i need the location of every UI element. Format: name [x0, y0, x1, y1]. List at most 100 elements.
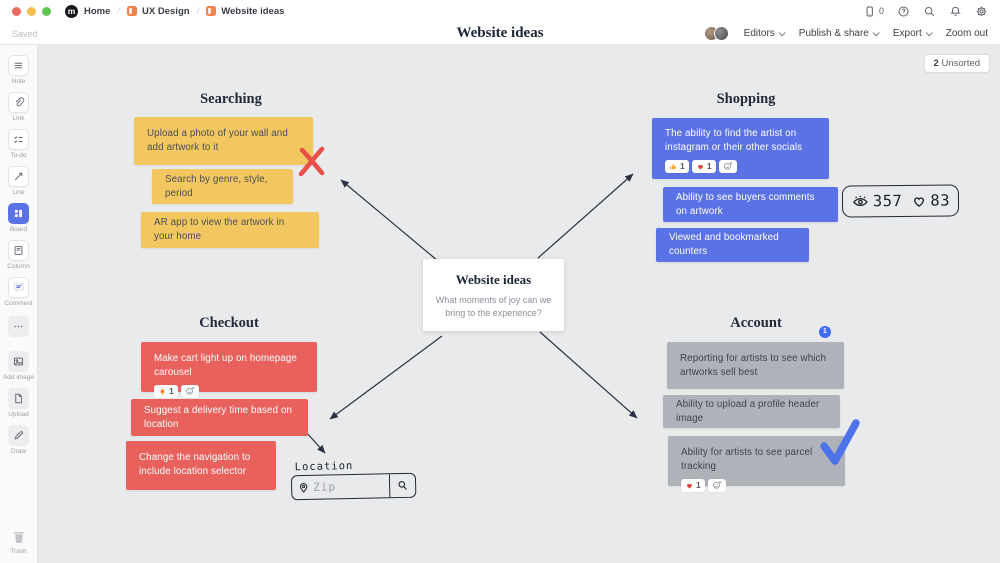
tool-more[interactable]	[8, 316, 29, 337]
note-account-profile-header[interactable]: Ability to upload a profile header image	[663, 395, 840, 428]
note-shopping-counters[interactable]: Viewed and bookmarked counters	[656, 228, 809, 262]
chevron-down-icon	[925, 29, 933, 37]
close-window-button[interactable]	[12, 6, 21, 16]
chevron-down-icon	[872, 29, 880, 37]
chevron-down-icon	[778, 29, 786, 37]
question-icon	[898, 5, 909, 17]
drawn-x-mark[interactable]	[296, 144, 328, 178]
zoom-out-button[interactable]: Zoom out	[945, 28, 988, 39]
center-card-website-ideas[interactable]: Website ideas What moments of joy can we…	[423, 259, 564, 331]
help-button[interactable]	[897, 5, 910, 18]
reaction-thumbs-up[interactable]: 1	[665, 159, 689, 173]
tool-line[interactable]: Line	[8, 166, 29, 196]
avatar	[713, 26, 729, 41]
map-pin-icon	[299, 483, 308, 493]
settings-button[interactable]	[975, 5, 988, 18]
comment-icon	[13, 282, 24, 292]
tool-draw[interactable]: Draw	[8, 425, 29, 455]
tool-trash[interactable]: Trash	[10, 528, 28, 555]
tool-upload[interactable]: Upload	[8, 388, 29, 418]
add-reaction-button[interactable]	[707, 478, 726, 492]
likes-count: 83	[930, 191, 951, 210]
note-checkout-cart-carousel[interactable]: Make cart light up on homepage carousel …	[141, 342, 317, 398]
note-shopping-find-artist[interactable]: The ability to find the artist on instag…	[652, 118, 829, 179]
zip-input[interactable]: Zip	[292, 478, 389, 495]
editor-avatars[interactable]	[703, 26, 729, 41]
note-searching-search-genre[interactable]: Search by genre, style, period	[152, 169, 293, 204]
more-icon	[14, 325, 23, 328]
arrow-to-checkout	[329, 335, 443, 420]
reaction-heart[interactable]: 1	[681, 478, 705, 492]
board-icon	[127, 6, 138, 16]
add-reaction-icon	[723, 162, 732, 170]
search-icon	[398, 481, 407, 490]
reaction-heart[interactable]: 1	[691, 159, 716, 173]
section-title-searching[interactable]: Searching	[200, 91, 262, 107]
add-reaction-icon	[712, 481, 721, 489]
notifications-button[interactable]	[949, 5, 962, 18]
tool-sidebar: Note Link To-do Line Board Column Commen…	[0, 45, 38, 563]
fire-icon	[160, 387, 165, 395]
add-reaction-button[interactable]	[718, 159, 737, 173]
board-title[interactable]: Website ideas	[456, 25, 544, 41]
note-searching-upload-photo[interactable]: Upload a photo of your wall and add artw…	[134, 117, 313, 165]
todo-icon	[14, 136, 23, 144]
publish-share-menu[interactable]: Publish & share	[799, 28, 880, 39]
window-controls	[12, 6, 51, 16]
breadcrumb: Home / UX Design / Website ideas	[84, 6, 284, 17]
breadcrumb-website-ideas[interactable]: Website ideas	[206, 6, 284, 17]
arrow-to-location-sketch	[305, 431, 326, 454]
tool-board[interactable]: Board	[8, 203, 29, 233]
section-title-checkout[interactable]: Checkout	[199, 315, 259, 331]
phone-icon	[866, 6, 873, 16]
note-account-reporting[interactable]: 1 Reporting for artists to see which art…	[667, 326, 844, 389]
tool-column[interactable]: Column	[7, 240, 30, 270]
thumbs-up-icon	[670, 163, 676, 170]
breadcrumb-separator: /	[117, 5, 121, 17]
reaction-fire[interactable]: 1	[154, 384, 178, 398]
comment-count-pin[interactable]: 1	[819, 326, 831, 341]
unsorted-button[interactable]: 2 Unsorted	[923, 54, 990, 73]
note-shopping-buyers-comments[interactable]: Ability to see buyers comments on artwor…	[663, 187, 838, 222]
location-label: Location	[294, 460, 354, 474]
pencil-icon	[14, 431, 23, 440]
breadcrumb-separator: /	[196, 5, 200, 17]
section-title-shopping[interactable]: Shopping	[716, 91, 776, 107]
arrow-to-searching	[340, 179, 439, 262]
zoom-window-button[interactable]	[42, 6, 51, 16]
drawn-check-mark[interactable]	[818, 417, 862, 469]
device-preview-button[interactable]: 0	[863, 5, 884, 18]
tool-add-image[interactable]: Add image	[3, 351, 34, 381]
tool-note[interactable]: Note	[8, 55, 29, 85]
sketch-view-like-counter[interactable]: 357 83	[841, 184, 960, 218]
center-card-subtitle: What moments of joy can we bring to the …	[435, 295, 552, 319]
export-menu[interactable]: Export	[893, 28, 933, 39]
line-icon	[14, 172, 23, 181]
tool-todo[interactable]: To-do	[8, 129, 29, 159]
milanote-logo-icon: m	[65, 4, 78, 18]
views-count: 357	[872, 191, 903, 211]
save-status: Saved	[12, 28, 38, 39]
note-searching-ar-app[interactable]: AR app to view the artwork in your home	[141, 212, 319, 248]
gear-icon	[976, 6, 987, 16]
tool-link[interactable]: Link	[8, 92, 29, 122]
note-checkout-navigation[interactable]: Change the navigation to include locatio…	[126, 441, 276, 490]
add-reaction-button[interactable]	[180, 384, 199, 398]
board-icon	[14, 209, 23, 218]
column-icon	[14, 245, 23, 256]
section-title-account[interactable]: Account	[730, 315, 782, 331]
image-icon	[13, 357, 24, 366]
note-checkout-delivery-time[interactable]: Suggest a delivery time based on locatio…	[131, 399, 308, 436]
board-icon	[206, 6, 217, 16]
note-account-parcel-tracking[interactable]: Ability for artists to see parcel tracki…	[668, 436, 845, 492]
trash-icon	[13, 532, 24, 543]
breadcrumb-home[interactable]: Home	[84, 5, 111, 17]
minimize-window-button[interactable]	[27, 6, 36, 16]
editors-menu[interactable]: Editors	[744, 28, 786, 39]
location-search-button[interactable]	[388, 473, 416, 498]
tool-comment[interactable]: Comment	[4, 277, 33, 307]
heart-outline-icon	[914, 197, 925, 207]
breadcrumb-ux-design[interactable]: UX Design	[127, 6, 190, 17]
search-button[interactable]	[923, 5, 936, 18]
sketch-location-search[interactable]: Location Zip	[290, 459, 417, 501]
